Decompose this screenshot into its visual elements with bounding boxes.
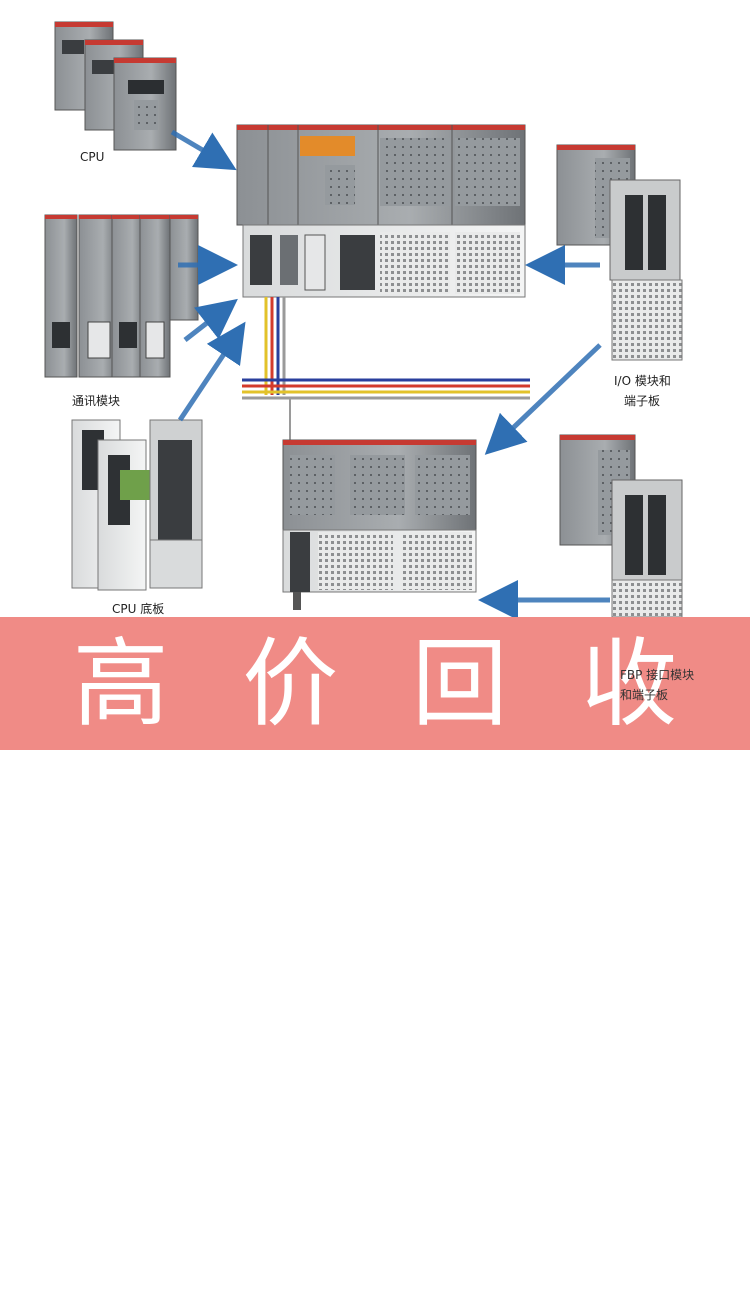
cpu-module-group — [54, 21, 177, 151]
comm-module-label: 通讯模块 — [72, 394, 121, 408]
cpu-label: CPU — [80, 150, 105, 164]
io-module-group — [556, 144, 683, 361]
diagram-canvas — [44, 21, 683, 620]
plc-system-diagram: CPU 通讯模块 CPU 底板 I/O 模块和 端子板 高 价 回 收 cca … — [0, 21, 750, 1299]
remote-io-rack — [282, 439, 477, 610]
watermark-text: cca — [640, 1285, 661, 1299]
arrow-baseplate-to-rack — [177, 321, 246, 422]
fbp-label-line2: 和端子板 — [620, 688, 669, 702]
banner-char: 价 — [242, 627, 339, 740]
banner-char: 收 — [581, 627, 678, 740]
cpu-baseplate-group — [71, 419, 203, 591]
cpu-baseplate-label: CPU 底板 — [112, 602, 165, 616]
arrow-cpu-to-rack — [170, 129, 237, 171]
cpu-module — [113, 57, 177, 151]
banner-char: 回 — [411, 627, 508, 740]
fieldbus-cables — [242, 297, 530, 440]
io-module-label-line1: I/O 模块和 — [614, 374, 671, 388]
comm-module-group — [44, 214, 199, 378]
fbp-module-group — [559, 434, 683, 618]
fbp-label-line1: FBP 接口模块 — [620, 668, 695, 682]
banner-char: 高 — [72, 627, 169, 740]
arrow-io-to-remote — [484, 343, 602, 455]
main-plc-rack — [236, 124, 526, 298]
promo-banner: 高 价 回 收 cca — [0, 617, 750, 1299]
io-module-label-line2: 端子板 — [624, 394, 661, 408]
connection-arrows — [170, 129, 610, 620]
